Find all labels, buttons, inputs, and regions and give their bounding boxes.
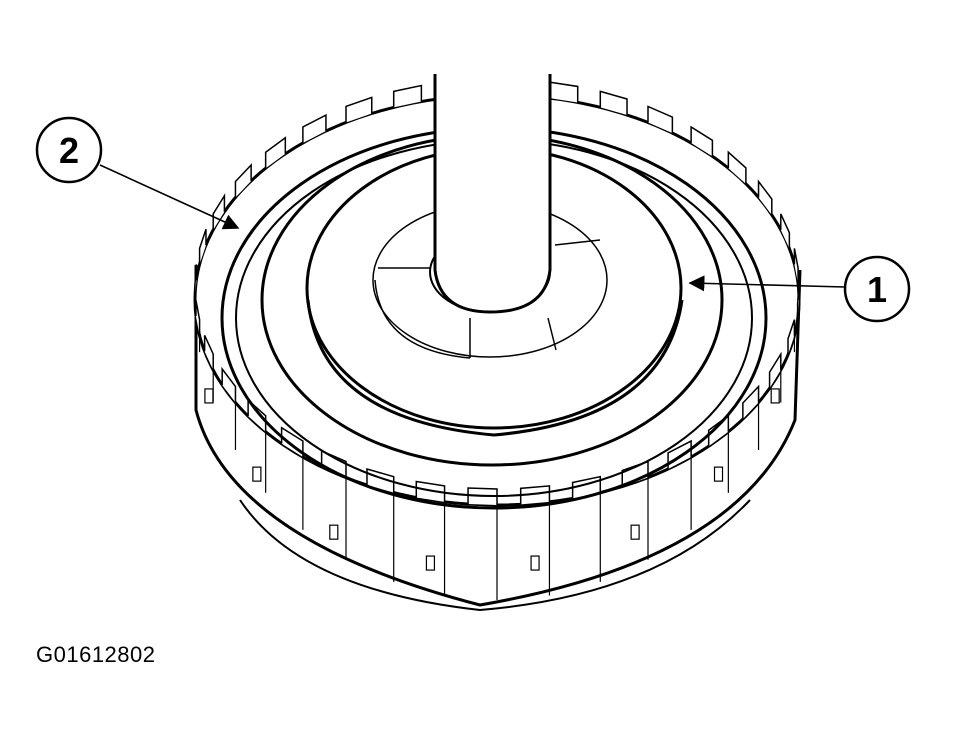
spline-tooth	[690, 125, 714, 157]
spline-tooth	[320, 449, 347, 478]
spline-tooth	[780, 213, 791, 249]
shaft-body	[433, 74, 552, 314]
spline-tooth	[221, 366, 237, 403]
spline-tooth	[793, 248, 799, 284]
leader-line-2	[99, 164, 240, 230]
hub-lower-edge	[374, 279, 471, 359]
spline-teeth	[194, 78, 800, 600]
spline-slot	[425, 555, 436, 571]
callout-1: 1	[843, 255, 911, 323]
input-shaft	[433, 74, 552, 314]
spline-tooth	[264, 136, 287, 169]
callout-2-circle	[35, 116, 103, 184]
spline-slot	[713, 466, 724, 482]
hub-segment-line-2	[554, 239, 601, 246]
spline-tooth	[345, 96, 373, 123]
spline-tooth	[707, 414, 730, 447]
spline-slot	[329, 524, 339, 540]
spline-tooth	[599, 90, 628, 115]
spline-slot	[770, 388, 780, 404]
spline-slot	[204, 388, 214, 404]
hub-segment-line-4	[547, 317, 557, 351]
spline-tooth	[757, 179, 773, 215]
spline-slot	[530, 555, 540, 571]
spline-tooth	[392, 84, 423, 108]
spline-tooth	[727, 150, 747, 184]
spline-tooth	[194, 264, 198, 300]
spline-tooth	[742, 384, 760, 420]
callout-2: 2	[35, 116, 103, 184]
spline-tooth	[787, 319, 796, 355]
pressure-plate-lower-edge	[306, 299, 684, 437]
spline-tooth	[302, 113, 327, 143]
spline-tooth	[647, 105, 674, 134]
spline-tooth	[415, 480, 446, 502]
spline-tooth	[203, 335, 214, 371]
callout-2-label: 2	[59, 130, 79, 171]
leader-line-1	[688, 275, 846, 292]
callout-1-circle	[843, 255, 911, 323]
spline-tooth	[796, 283, 800, 320]
spline-tooth	[247, 398, 267, 432]
spline-tooth	[234, 163, 252, 198]
spline-tooth	[768, 351, 782, 389]
spline-tooth	[212, 193, 226, 230]
spline-slot	[630, 524, 640, 540]
drum-bottom-rim	[239, 499, 751, 612]
spline-slot	[252, 466, 262, 482]
spline-tooth	[195, 299, 201, 336]
spline-tooth	[519, 485, 551, 505]
figure-code: G01612802	[36, 642, 156, 667]
spline-tooth	[198, 228, 207, 265]
leader-lines	[99, 164, 846, 292]
callout-1-label: 1	[867, 269, 887, 310]
